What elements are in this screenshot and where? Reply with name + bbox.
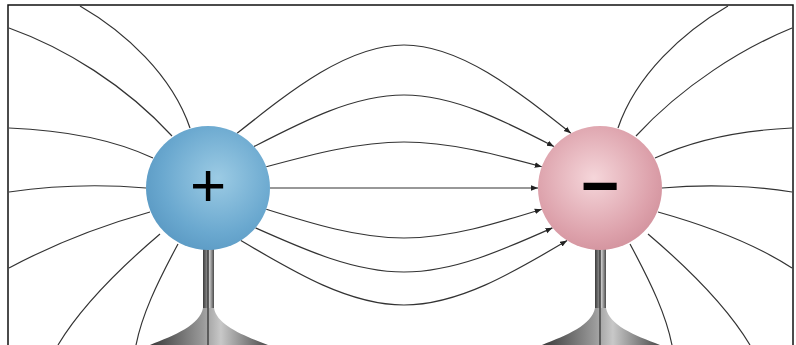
negative-sphere: − bbox=[538, 126, 662, 250]
field-line bbox=[241, 241, 567, 305]
positive-sphere: + bbox=[146, 126, 270, 250]
field-line bbox=[266, 209, 541, 238]
frame bbox=[8, 5, 793, 345]
charge-sign: − bbox=[581, 152, 620, 218]
insulating-stand bbox=[150, 240, 268, 345]
field-line bbox=[254, 95, 554, 147]
field-line bbox=[255, 228, 552, 272]
outer-field-lines bbox=[9, 6, 792, 345]
charge-sign: + bbox=[190, 154, 226, 216]
field-line bbox=[237, 45, 571, 133]
field-line bbox=[266, 142, 541, 167]
insulating-stand bbox=[542, 240, 660, 345]
field-line bbox=[270, 187, 538, 188]
